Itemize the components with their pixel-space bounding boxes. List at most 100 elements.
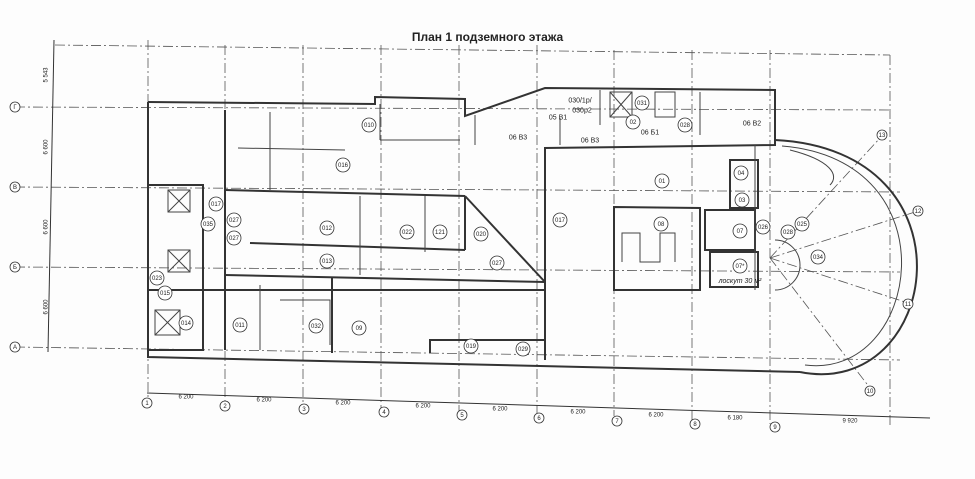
row-axis-label: Г (13, 105, 17, 111)
room-label: 013 (322, 259, 333, 265)
room-label: 032 (311, 324, 322, 330)
room-label: 017 (555, 218, 566, 224)
column-spacing-label: 6 200 (256, 398, 272, 404)
room-label: 030р2 (572, 107, 592, 114)
row-axis-marker (9, 341, 21, 353)
room-label: 028 (680, 123, 691, 129)
column-spacing-label: 6 200 (415, 404, 431, 410)
row-axis-marker (9, 181, 21, 193)
column-axis-marker (219, 400, 231, 412)
plan-title: План 1 подземного этажа (411, 30, 564, 44)
room-label: 022 (402, 230, 413, 236)
room-label: 035 (203, 222, 214, 228)
handwritten-note: лоскут 30 м² (718, 278, 762, 285)
column-axis-marker (689, 418, 701, 430)
room-marker (361, 117, 377, 133)
room-marker (489, 255, 505, 271)
column-spacing-label: 6 200 (570, 410, 586, 416)
room-label: 028 (783, 230, 794, 236)
row-axis-label: В (13, 185, 17, 191)
room-label: 06 В2 (743, 120, 761, 127)
room-marker (208, 196, 224, 212)
radial-axis-marker (912, 205, 924, 217)
column-axis-label: 5 (460, 413, 464, 419)
room-label: 015 (160, 291, 171, 297)
room-marker (734, 192, 750, 208)
room-marker (473, 226, 489, 242)
room-label: 010 (364, 123, 375, 129)
radial-axis-label: 12 (915, 209, 922, 215)
column-axis-label: 8 (693, 422, 697, 428)
room-marker (463, 338, 479, 354)
row-axis-label: А (13, 345, 17, 351)
room-marker (200, 216, 216, 232)
room-label: 06 В3 (509, 134, 527, 141)
column-axis-marker (141, 397, 153, 409)
column-axis-marker (533, 412, 545, 424)
radial-axis-label: 11 (905, 302, 912, 308)
column-axis-marker (378, 406, 390, 418)
room-marker (654, 173, 670, 189)
column-spacing-label: 6 200 (648, 413, 664, 419)
room-marker (625, 114, 641, 130)
room-label: 07 (737, 229, 744, 235)
row-axis-marker (9, 261, 21, 273)
column-spacing-label: 9 920 (842, 419, 858, 425)
column-axis-marker (611, 415, 623, 427)
room-marker (653, 216, 669, 232)
radial-axis-label: 13 (879, 133, 886, 139)
room-label: 09 (356, 326, 363, 332)
room-label: 034 (813, 255, 824, 261)
room-label: 05 В1 (549, 114, 567, 121)
room-marker (351, 320, 367, 336)
room-marker (515, 341, 531, 357)
room-marker (677, 117, 693, 133)
row-axis-marker (9, 101, 21, 113)
room-marker (732, 223, 748, 239)
room-label: 06 Б1 (641, 129, 659, 136)
room-marker (178, 315, 194, 331)
room-marker (810, 249, 826, 265)
row-axis-label: Б (13, 265, 17, 271)
room-label: 027 (229, 236, 240, 242)
room-label: 030/1р/ (568, 97, 591, 104)
column-axis-label: 2 (223, 404, 227, 410)
room-marker (226, 230, 242, 246)
room-label: 08 (658, 222, 665, 228)
column-spacing-label: 6 180 (727, 416, 743, 422)
column-axis-label: 7 (615, 419, 619, 425)
room-label: 02 (630, 120, 637, 126)
room-marker (634, 95, 650, 111)
room-marker (226, 212, 242, 228)
room-label: 04 (738, 171, 745, 177)
room-marker (755, 219, 771, 235)
room-label: 01 (659, 179, 666, 185)
room-label: 027 (229, 218, 240, 224)
room-label: 014 (181, 321, 192, 327)
room-label: 029 (518, 347, 529, 353)
room-marker (308, 318, 324, 334)
radial-axis-marker (876, 129, 888, 141)
room-marker (319, 220, 335, 236)
room-marker (733, 165, 749, 181)
column-axis-label: 3 (302, 407, 306, 413)
room-label: 023 (152, 276, 163, 282)
room-label: 012 (322, 226, 333, 232)
column-axis-marker (298, 403, 310, 415)
room-label: 016 (338, 163, 349, 169)
room-marker (432, 224, 448, 240)
room-label: 027 (492, 261, 503, 267)
row-spacing-label: 6 600 (44, 299, 50, 315)
room-label: 06 В3 (581, 137, 599, 144)
room-marker (157, 285, 173, 301)
room-label: 03 (739, 198, 746, 204)
room-label: 031 (637, 101, 648, 107)
column-axis-label: 1 (145, 401, 149, 407)
room-marker (232, 317, 248, 333)
row-spacing-label: 6 600 (44, 219, 50, 235)
room-marker (335, 157, 351, 173)
radial-axis-label: 10 (867, 389, 874, 395)
column-axis-marker (456, 409, 468, 421)
